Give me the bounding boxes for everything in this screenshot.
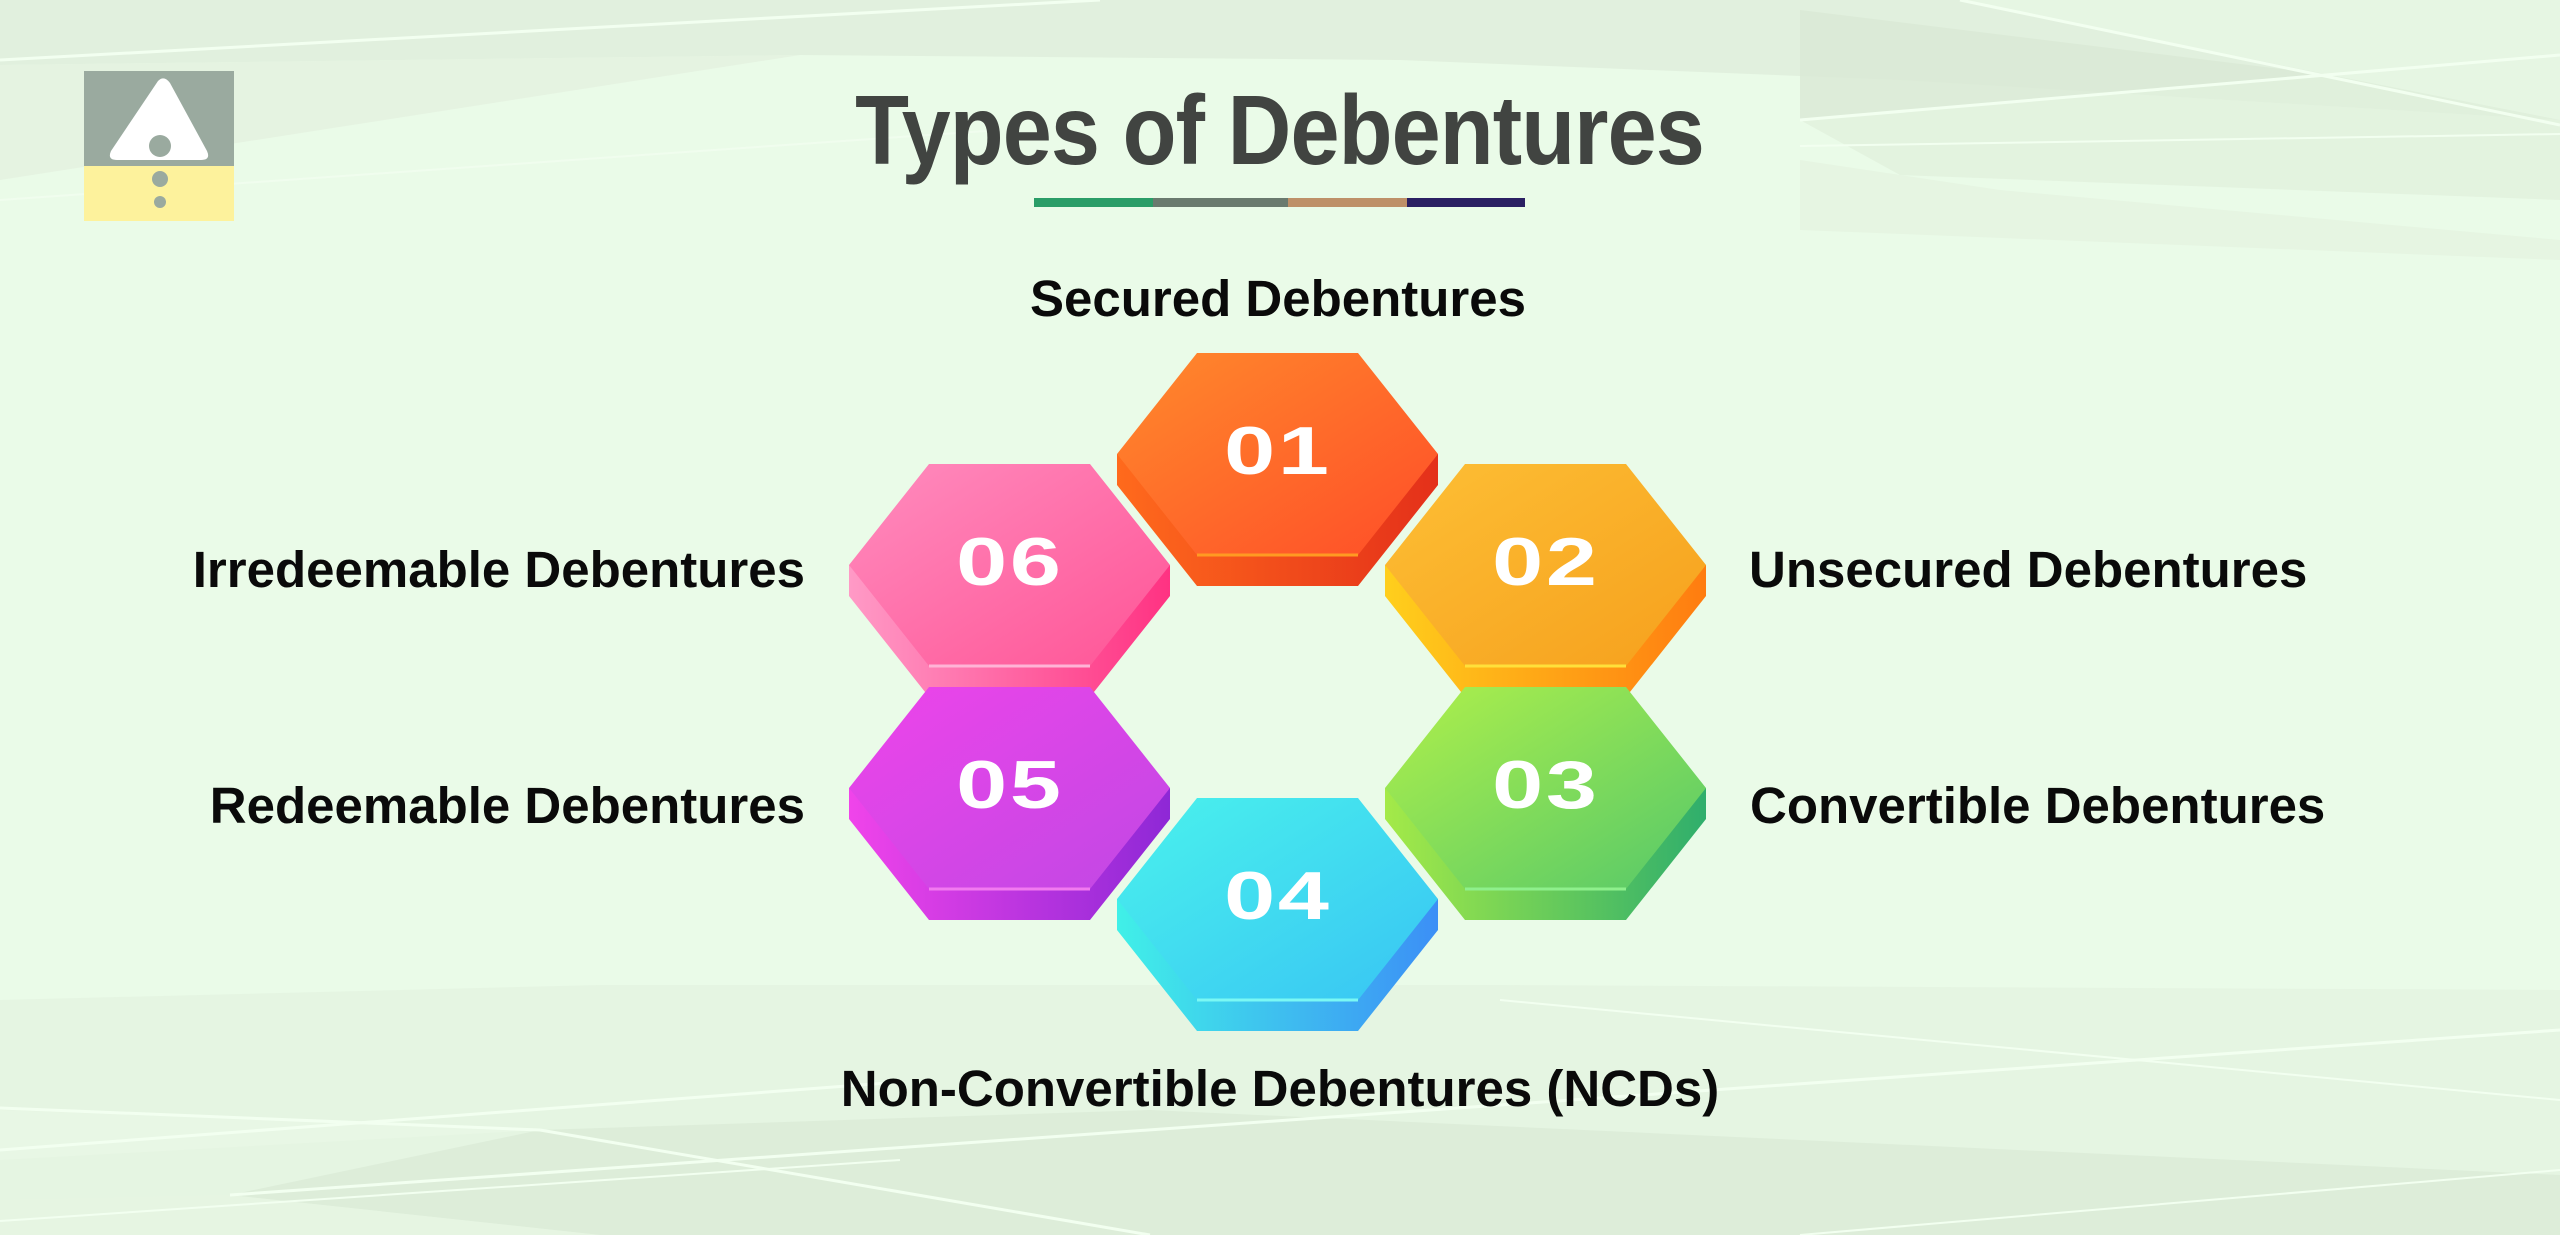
hexagon-06 [849,464,1170,697]
hexagon-01 [1117,353,1438,586]
underline-segment-navy [1407,198,1525,207]
hexagon-02 [1385,464,1706,697]
underline-segment-green [1034,198,1153,207]
hexagon-number-04: 04 [1223,858,1332,934]
label-secured-debentures: Secured Debentures [1029,270,1526,327]
hexagon-number-03: 03 [1491,747,1600,823]
title-underline [1034,198,1525,207]
hexagon-04 [1117,798,1438,1031]
underline-segment-gray [1153,198,1288,207]
hexagon-number-05: 05 [955,747,1064,823]
hexagon-number-06: 06 [955,524,1064,600]
page-title: Types of Debentures [0,70,2560,190]
label-redeemable-debentures: Redeemable Debentures [209,777,805,834]
label-unsecured-debentures: Unsecured Debentures [1749,541,2308,598]
underline-segment-tan [1288,198,1407,207]
title-text: Types of Debentures [855,75,1706,185]
hexagon-05 [849,687,1170,920]
label-irredeemable-debentures: Irredeemable Debentures [192,541,805,598]
logo-icon [84,71,234,221]
hexagon-03 [1385,687,1706,920]
hexagon-number-01: 01 [1223,413,1332,489]
label-convertible-debentures: Convertible Debentures [1750,777,2326,834]
hexagon-number-02: 02 [1491,524,1600,600]
label-non-convertible-debentures: Non-Convertible Debentures (NCDs) [840,1060,1720,1117]
